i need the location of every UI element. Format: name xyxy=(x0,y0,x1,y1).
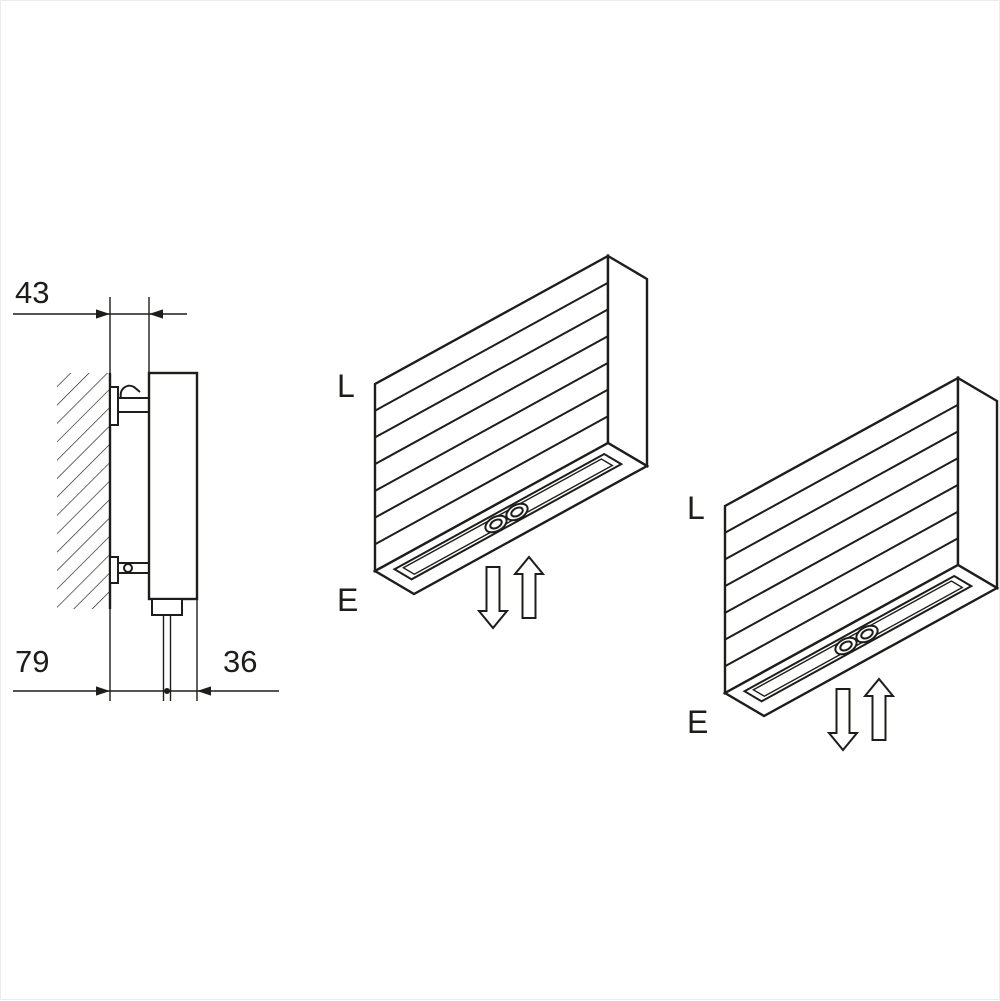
radiator-side-profile xyxy=(147,371,199,601)
pipe-lines xyxy=(162,615,172,701)
dim-arrowhead-right-icon xyxy=(96,686,110,696)
iso-radiator-1 xyxy=(373,254,649,630)
iso-view-2: L E xyxy=(687,376,999,752)
iso-view-1: L E xyxy=(337,254,649,630)
extension-lines xyxy=(109,297,198,701)
dim-arrowhead-right-icon xyxy=(96,309,110,319)
dimension-label-top: 43 xyxy=(15,275,49,310)
iso2-connection-label-top: L xyxy=(687,490,705,526)
iso-radiator-2 xyxy=(723,376,999,752)
iso1-connection-label-top: L xyxy=(337,368,355,404)
iso2-connection-label-bottom: E xyxy=(687,704,708,740)
dimension-top: 43 xyxy=(13,275,187,319)
dimension-label-bottom-left: 79 xyxy=(15,644,49,679)
dimension-label-bottom-right: 36 xyxy=(223,644,257,679)
dim-arrowhead-left-icon xyxy=(149,309,163,319)
mounting-bracket-top xyxy=(109,384,149,426)
dim-arrowhead-left-icon xyxy=(197,686,211,696)
pipe-centre-dot xyxy=(164,688,170,694)
side-view: 43 79 36 xyxy=(13,275,279,701)
valve-block xyxy=(151,598,183,616)
mounting-bracket-bottom xyxy=(109,556,149,584)
wall-hatching xyxy=(57,373,110,609)
iso1-connection-label-bottom: E xyxy=(337,582,358,618)
dimension-bottom: 79 36 xyxy=(13,644,279,696)
